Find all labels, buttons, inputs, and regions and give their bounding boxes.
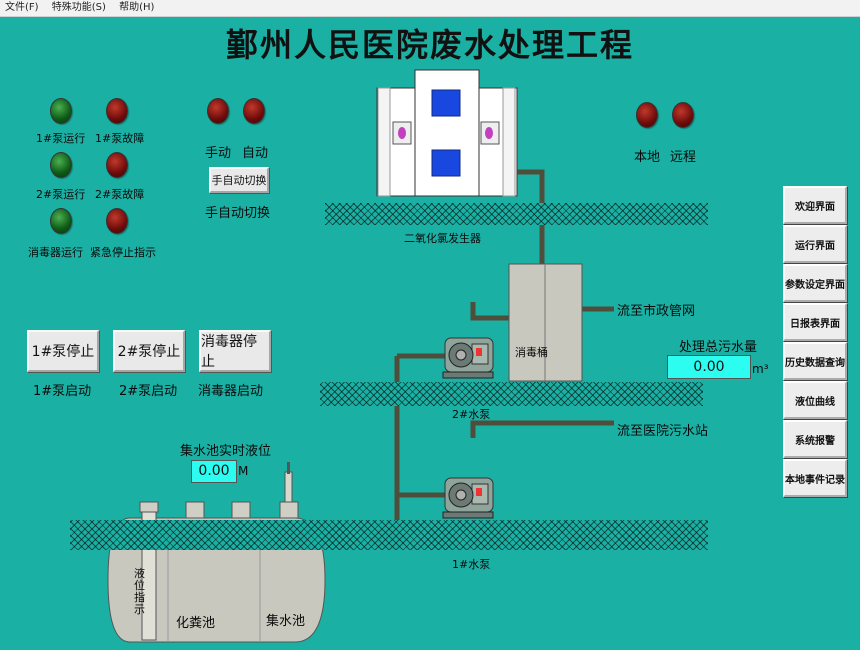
nav-event-log-button[interactable]: 本地事件记录 [783, 459, 847, 497]
pump2-stop-button[interactable]: 2#泵停止 [113, 330, 185, 372]
level-indicator-label: 液位指示 [134, 567, 145, 616]
pump2-start-status: 2#泵启动 [119, 384, 178, 399]
collection-tank-label: 集水池 [266, 614, 306, 629]
manual-lamp [207, 98, 229, 124]
ground-strip [320, 382, 703, 406]
menu-help[interactable]: 帮助(H) [119, 2, 155, 13]
remote-lamp [672, 102, 694, 128]
level-unit: M [238, 464, 249, 478]
emergency-stop-lamp [106, 208, 128, 234]
flow-value: 0.00 [667, 355, 751, 379]
ground-strip [325, 203, 708, 225]
septic-tank-label: 化粪池 [176, 616, 216, 631]
emergency-stop-label: 紧急停止指示 [90, 246, 156, 259]
pump1-fault-lamp [106, 98, 128, 124]
menu-special[interactable]: 特殊功能(S) [51, 2, 106, 13]
pump2-run-label: 2#泵运行 [36, 188, 86, 201]
outlet-hospital-label: 流至医院污水站 [617, 424, 709, 439]
mode-switch-button[interactable]: 手自动切换 [209, 167, 269, 193]
pump1-run-lamp [50, 98, 72, 124]
pump1-fault-label: 1#泵故障 [95, 132, 145, 145]
nav-welcome-button[interactable]: 欢迎界面 [783, 186, 847, 224]
pump2-run-lamp [50, 152, 72, 178]
disinfector-stop-button[interactable]: 消毒器停止 [199, 330, 271, 372]
pump1-graphic [442, 477, 494, 519]
auto-lamp [243, 98, 265, 124]
pump2-graphic [442, 337, 494, 379]
generator-graphic [376, 69, 518, 197]
pump2-label: 2#水泵 [452, 408, 491, 421]
page-title: 鄞州人民医院废水处理工程 [225, 26, 634, 64]
disinfector-run-lamp [50, 208, 72, 234]
auto-label: 自动 [242, 146, 269, 161]
pump1-label: 1#水泵 [452, 558, 491, 571]
flow-unit: m³ [752, 362, 769, 376]
outlet-city-label: 流至市政管网 [617, 304, 696, 319]
flow-label: 处理总污水量 [679, 340, 758, 355]
tank-label: 消毒桶 [515, 346, 548, 359]
remote-label: 远程 [670, 150, 697, 165]
pump2-fault-lamp [106, 152, 128, 178]
local-label: 本地 [634, 150, 661, 165]
pump2-fault-label: 2#泵故障 [95, 188, 145, 201]
mode-switch-label: 手自动切换 [205, 206, 271, 221]
manual-label: 手动 [205, 146, 232, 161]
nav-alarm-button[interactable]: 系统报警 [783, 420, 847, 458]
nav-level-curve-button[interactable]: 液位曲线 [783, 381, 847, 419]
level-value: 0.00 [191, 460, 237, 483]
disinfector-run-label: 消毒器运行 [28, 246, 83, 259]
generator-label: 二氧化氯发生器 [404, 232, 481, 245]
nav-daily-report-button[interactable]: 日报表界面 [783, 303, 847, 341]
disinfector-start-status: 消毒器启动 [198, 384, 264, 399]
level-label: 集水池实时液位 [180, 444, 272, 459]
pump1-start-status: 1#泵启动 [33, 384, 92, 399]
local-lamp [636, 102, 658, 128]
ground-strip [70, 520, 708, 550]
nav-history-button[interactable]: 历史数据查询 [783, 342, 847, 380]
pump1-run-label: 1#泵运行 [36, 132, 86, 145]
nav-operation-button[interactable]: 运行界面 [783, 225, 847, 263]
menu-bar: 文件(F) 特殊功能(S) 帮助(H) [0, 0, 860, 17]
nav-parameters-button[interactable]: 参数设定界面 [783, 264, 847, 302]
pump1-stop-button[interactable]: 1#泵停止 [27, 330, 99, 372]
menu-file[interactable]: 文件(F) [5, 2, 39, 13]
